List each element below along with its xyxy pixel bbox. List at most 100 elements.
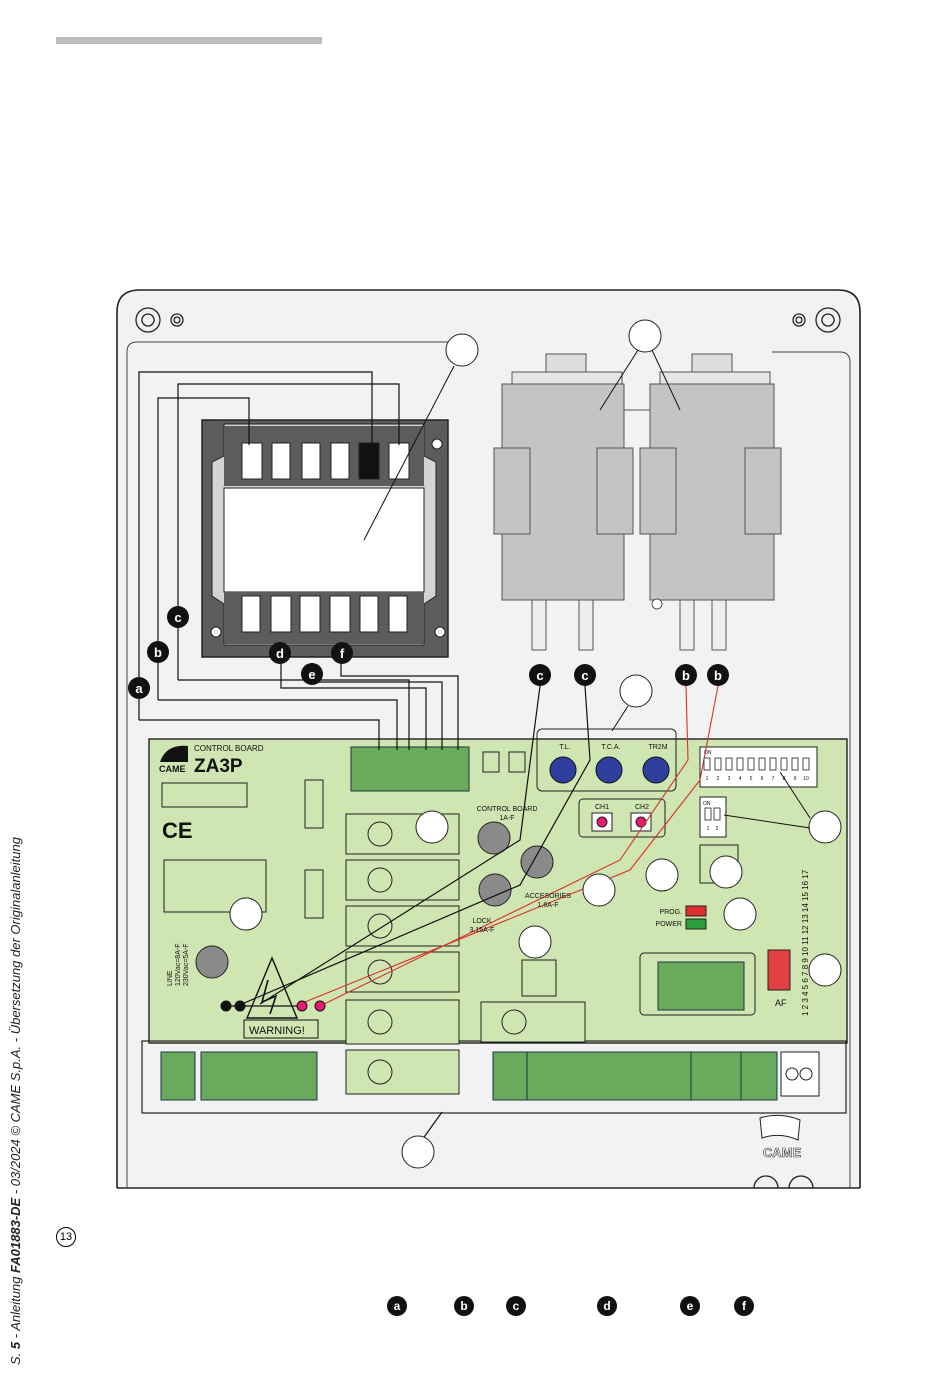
marker-f: f	[340, 646, 345, 661]
capacitor-left	[493, 353, 634, 651]
fuse-line-label-3: 230Vac=5A-F	[183, 944, 190, 986]
dip-switch-2	[713, 807, 721, 821]
dip-number-4: 4	[739, 776, 742, 782]
marker-b: b	[154, 645, 162, 660]
dip-number-2: 2	[716, 826, 719, 832]
terminal-blocks	[160, 746, 778, 1101]
fuse-lock-label-2: 3,15A-F	[470, 927, 495, 934]
callouts	[229, 319, 842, 1169]
legend-b: b	[460, 1299, 467, 1313]
marker-a: a	[135, 681, 143, 696]
enclosure-inner-outline	[126, 341, 468, 1188]
dip-switch-7	[769, 757, 777, 771]
dip-switch-4	[736, 757, 744, 771]
dip-number-5: 5	[750, 776, 753, 782]
footer-manual-label: - Anleitung	[8, 1272, 23, 1342]
dip-switch-9	[791, 757, 799, 771]
marker-c-motor-2: c	[581, 668, 588, 683]
dip-number-1: 1	[707, 826, 710, 832]
screw-holes-top-left	[135, 307, 184, 333]
dip-switch-2	[714, 757, 722, 771]
dip-switch-10	[802, 757, 810, 771]
dip-switch-5	[747, 757, 755, 771]
board-heading: CONTROL BOARD	[194, 744, 264, 753]
dip-number-2: 2	[717, 776, 720, 782]
dip2-on-label: ON	[703, 801, 711, 807]
ce-mark: CE	[162, 818, 193, 843]
board-model: ZA3P	[194, 756, 243, 777]
button-ch2-label: CH2	[635, 804, 649, 811]
af-label: AF	[775, 998, 787, 1008]
footer-doc-code: FA01883-DE	[8, 1197, 23, 1273]
button-ch1-label: CH1	[595, 804, 609, 811]
prog-led	[685, 905, 707, 917]
side-footer: S. 5 - Anleitung FA01883-DE - 03/2024 © …	[8, 837, 23, 1365]
marker-c: c	[174, 610, 181, 625]
dip-number-3: 3	[728, 776, 731, 782]
dip-number-9: 9	[794, 776, 797, 782]
legend-f: f	[742, 1299, 747, 1313]
trimmers	[549, 756, 670, 784]
vertical-numbers: 1 2 3 4 5 6 7 8 9 10 11 12 13 14 15 16 1…	[801, 869, 810, 1016]
led-power-label: POWER	[656, 921, 682, 928]
callout-leaders	[363, 349, 811, 829]
board-brand: CAME	[159, 764, 186, 774]
enclosure-logo-mark	[759, 1114, 801, 1141]
legend-c: c	[513, 1299, 520, 1313]
dip-number-7: 7	[772, 776, 775, 782]
warning-label: WARNING!	[249, 1025, 305, 1037]
enclosure-logo: CAME	[763, 1145, 802, 1160]
fuse-acc-label-1: ACCESORIES	[525, 893, 571, 900]
dip10-on-label: ON	[704, 750, 712, 756]
wires-black	[138, 371, 591, 1141]
screw-holes-top-right	[792, 307, 841, 333]
dip-number-1: 1	[706, 776, 709, 782]
trimmer-tr2m-label: TR2M	[648, 744, 667, 751]
trimmer-tca-label: T.C.A.	[601, 744, 620, 751]
marker-c-motor-1: c	[536, 668, 543, 683]
dip-switch-1	[704, 807, 712, 821]
footer-page-number: 5	[8, 1341, 23, 1350]
fuse-lock-label-1: LOCK	[472, 918, 491, 925]
dip-number-8: 8	[783, 776, 786, 782]
marker-b-motor-2: b	[714, 668, 722, 683]
header-rule	[56, 37, 322, 44]
power-led	[685, 918, 707, 930]
dip-switch-8	[780, 757, 788, 771]
screw-holes-bottom	[753, 1175, 814, 1189]
capacitor-right	[624, 353, 782, 651]
legend	[387, 1296, 754, 1316]
fuse-acc-label-2: 1,6A-F	[537, 902, 558, 909]
legend-e: e	[687, 1299, 694, 1313]
dip-number-6: 6	[761, 776, 764, 782]
transformer	[201, 419, 449, 658]
dip-switch-3	[725, 757, 733, 771]
marker-e: e	[308, 667, 315, 682]
legend-d: d	[603, 1299, 610, 1313]
enclosure-inner-outline-right	[772, 351, 851, 1188]
fuse-line-label-2: 120Vac=8A-F	[175, 944, 182, 986]
relays	[345, 813, 586, 1095]
wires-red	[299, 685, 719, 1007]
fuse-cb-label-1: CONTROL BOARD	[477, 806, 538, 813]
footer-page-prefix: S.	[8, 1352, 23, 1365]
legend-a: a	[394, 1299, 401, 1313]
led-prog-label: PROG.	[659, 909, 682, 916]
wire-markers	[128, 606, 729, 699]
figure-number: 13	[56, 1227, 76, 1247]
dip-number-10: 10	[803, 776, 809, 782]
marker-b-motor-1: b	[682, 668, 690, 683]
came-logo-mark	[160, 745, 188, 762]
trimmer-tl-label: T.L.	[559, 744, 570, 751]
wire-ends	[220, 1000, 326, 1012]
footer-rest: - 03/2024 © CAME S.p.A. - Übersetzung de…	[8, 837, 23, 1198]
dip10-switches: 1 2 3 4 5 6 7 8 9 10	[703, 757, 810, 782]
fuse-cb-label-2: 1A-F	[499, 815, 514, 822]
dip-switch-1	[703, 757, 711, 771]
dip-switch-6	[758, 757, 766, 771]
fuse-line-label-1: LINE	[167, 970, 174, 986]
fuses	[195, 821, 554, 979]
marker-d: d	[276, 646, 284, 661]
